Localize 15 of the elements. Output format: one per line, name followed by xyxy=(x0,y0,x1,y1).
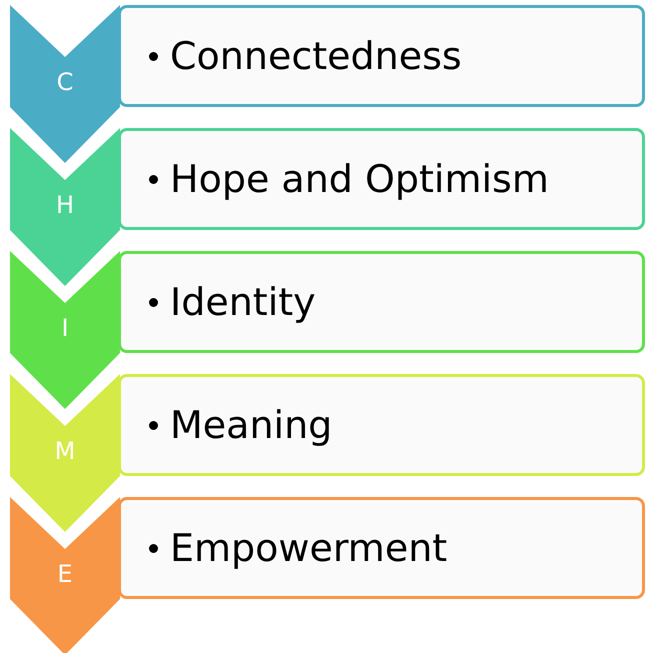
item-text: Meaning xyxy=(170,403,332,447)
list-item-box xyxy=(118,374,645,476)
chevron-letter: C xyxy=(56,67,74,97)
chevron-letter: M xyxy=(54,436,76,466)
item-text: Hope and Optimism xyxy=(170,157,549,201)
item-text: Connectedness xyxy=(170,34,462,78)
chevron-letter: H xyxy=(54,190,76,220)
chevron-letter: E xyxy=(56,559,74,589)
item-text: Empowerment xyxy=(170,526,448,570)
list-item-box xyxy=(118,251,645,353)
list-item-box xyxy=(118,497,645,599)
list-item-box xyxy=(118,128,645,230)
item-text: Identity xyxy=(170,280,316,324)
list-item-box xyxy=(118,5,645,107)
chevron-letter: I xyxy=(60,313,70,343)
